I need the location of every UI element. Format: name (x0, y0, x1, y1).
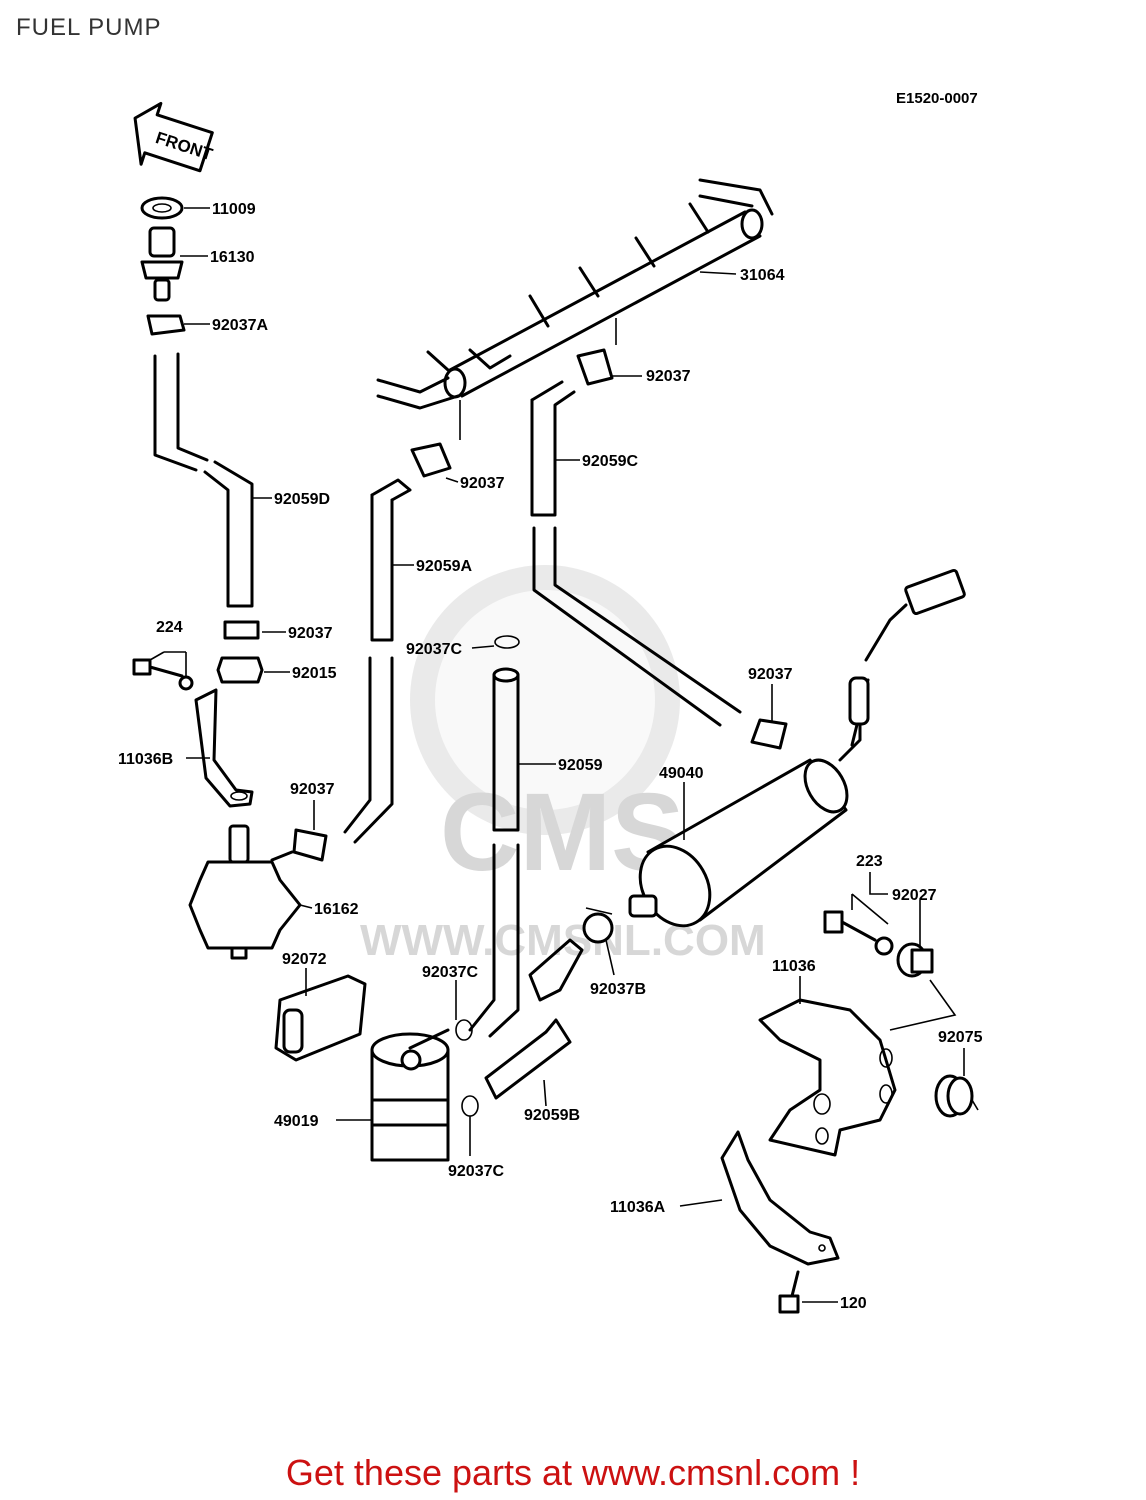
part-223-bolt (823, 910, 894, 956)
footer-link-text[interactable]: Get these parts at www.cmsnl.com ! (285, 1452, 861, 1493)
part-120-screw (778, 1270, 800, 1314)
callout-92037C-a: 92037C (406, 641, 462, 658)
callout-11036A: 11036A (610, 1199, 666, 1216)
watermark-url: WWW.CMSNL.COM (360, 916, 766, 965)
callout-92037-d: 92037 (460, 475, 505, 492)
callout-16130: 16130 (210, 249, 255, 266)
part-92072-holder (274, 974, 367, 1062)
part-92037A-clamp (146, 314, 186, 336)
part-92059C-hose (530, 380, 742, 727)
part-92037-clamp-left (223, 620, 260, 640)
part-11036A-strap (720, 1130, 840, 1266)
callout-labels: 11009 16130 92037A 92059D 224 92037 9201… (118, 201, 983, 1312)
part-224-bolt (132, 658, 194, 691)
callout-49019: 49019 (274, 1113, 319, 1130)
callout-92037-b: 92037 (290, 781, 335, 798)
callout-92059: 92059 (558, 757, 603, 774)
part-49019-filter (370, 1028, 450, 1162)
part-11009-washer (140, 196, 184, 220)
callout-92015: 92015 (292, 665, 337, 682)
callout-92059D: 92059D (274, 491, 330, 508)
callout-11009: 11009 (212, 201, 256, 218)
callout-11036: 11036 (772, 958, 816, 975)
part-92037-clamp-regulator (292, 828, 328, 862)
part-11036-bracket (758, 998, 897, 1157)
callout-11036B: 11036B (118, 751, 173, 768)
callout-49040: 49040 (659, 765, 704, 782)
part-49040-fuel-pump (628, 568, 966, 928)
part-92037-clamp-rail-right (576, 348, 614, 386)
callout-120: 120 (840, 1295, 867, 1312)
part-92037B-clamp (582, 907, 614, 944)
part-92015-nut (216, 656, 264, 684)
watermark: CMS WWW.CMSNL.COM (360, 565, 766, 965)
callout-92037B: 92037B (590, 981, 646, 998)
part-92037C-clip (494, 635, 520, 649)
callout-92037C-c: 92037C (448, 1163, 504, 1180)
part-11036B-bracket (194, 688, 254, 808)
callout-92037C-b: 92037C (422, 964, 478, 981)
part-16130-fitting (140, 226, 184, 302)
front-arrow: FRONT (133, 101, 215, 173)
leader-lines (149, 207, 979, 1303)
callout-92027: 92027 (892, 887, 937, 904)
part-92027-collar (896, 942, 934, 978)
part-92059B-hose (484, 938, 584, 1100)
callout-92059B: 92059B (524, 1107, 580, 1124)
callout-92037-e: 92037 (748, 666, 793, 683)
callout-16162: 16162 (314, 901, 359, 918)
callout-92037-a: 92037 (288, 625, 333, 642)
callout-223: 223 (856, 853, 883, 870)
part-92075-grommet (934, 1074, 974, 1118)
part-92059A-hose (343, 478, 412, 844)
callout-31064: 31064 (740, 267, 785, 284)
part-16162-regulator (188, 824, 302, 960)
callout-92075: 92075 (938, 1029, 983, 1046)
callout-92059C: 92059C (582, 453, 638, 470)
drawing-code: E1520-0007 (896, 90, 978, 107)
part-92037-clamp-rail-left (410, 442, 452, 478)
callout-92059A: 92059A (416, 558, 472, 575)
callout-92072: 92072 (282, 951, 327, 968)
part-31064-fuel-rail (376, 178, 774, 440)
part-92037-clamp-pump (750, 718, 788, 750)
part-92037C-clip-lower (455, 1019, 479, 1117)
page-title: FUEL PUMP (16, 14, 162, 41)
parts-diagram: CMS WWW.CMSNL.COM FRONT (118, 101, 983, 1314)
callout-92037A: 92037A (212, 317, 268, 334)
part-92059-hose (468, 667, 520, 1038)
part-92059D-hose (153, 352, 254, 608)
callout-224: 224 (156, 619, 183, 636)
callout-92037-c: 92037 (646, 368, 691, 385)
